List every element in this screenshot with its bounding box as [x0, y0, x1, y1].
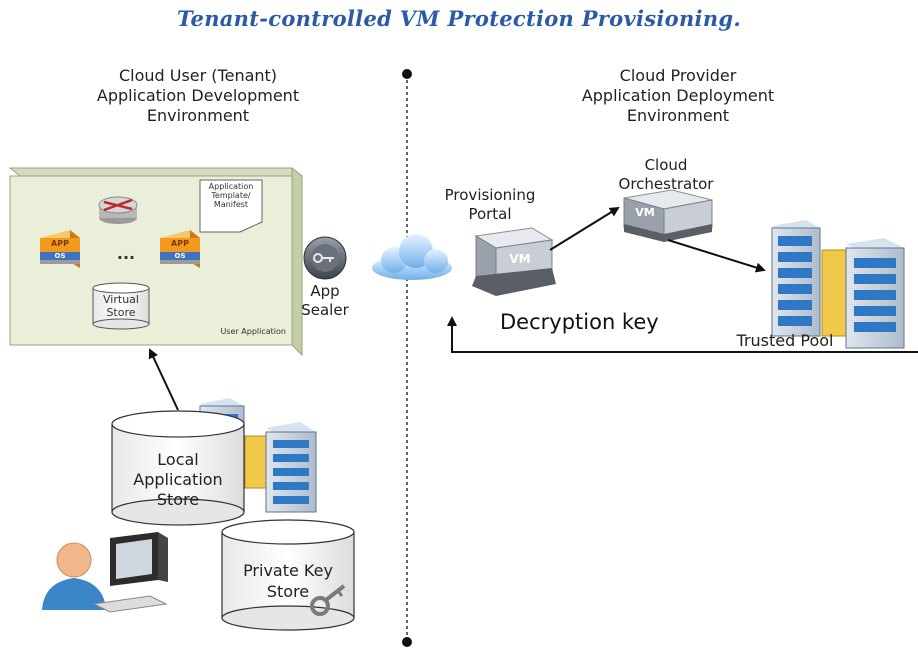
app-cube-right-app-label: APP [171, 239, 189, 248]
provider-environment-heading: Cloud Provider Application Deployment En… [581, 66, 775, 125]
provisioning-portal-vm-icon [472, 227, 556, 296]
trusted-pool-label: Trusted Pool [736, 331, 834, 350]
private-key-store-cylinder [221, 519, 355, 631]
app-cube-left-os-label: OS [54, 252, 66, 260]
orchestrator-vm-label: VM [635, 206, 655, 219]
app-os-cube-left [40, 230, 80, 268]
divider-line [402, 69, 412, 647]
key-icon [310, 584, 346, 616]
router-icon [98, 196, 138, 224]
portal-vm-label: VM [509, 252, 531, 266]
template-document-icon [199, 179, 263, 233]
virtual-store-cylinder [92, 282, 150, 330]
app-cube-right-os-label: OS [174, 252, 186, 260]
arrow-portal-to-orchestrator [549, 206, 620, 251]
provisioning-portal-label: Provisioning Portal [444, 186, 536, 223]
private-key-store-label: Private Key Store [243, 561, 333, 601]
cloud-orchestrator-vm-icon [623, 189, 713, 242]
app-os-cube-right [160, 230, 200, 268]
app-sealer-label: App Sealer [301, 282, 349, 319]
arrow-local-store-to-app [148, 348, 179, 411]
arrow-decryption-key-return [447, 316, 918, 353]
trusted-pool-servers-icon [771, 220, 905, 349]
user-at-computer-icon [42, 532, 168, 613]
local-store-cylinder [111, 410, 245, 526]
cloud-orchestrator-label: Cloud Orchestrator [618, 156, 714, 193]
ellipsis-label: ... [116, 244, 136, 263]
tenant-environment-heading: Cloud User (Tenant) Application Developm… [96, 66, 300, 125]
arrow-orchestrator-to-trusted-pool [667, 239, 766, 273]
local-application-store-label: Local Application Store [133, 450, 223, 509]
app-sealer-icon [303, 236, 347, 280]
user-application-caption: User Application [220, 327, 286, 336]
decryption-key-label: Decryption key [500, 310, 659, 334]
diagram-title: Tenant-controlled VM Protection Provisio… [177, 6, 741, 31]
cloud-icon [372, 234, 452, 280]
virtual-store-label: Virtual Store [103, 293, 139, 319]
template-manifest-label: Application Template/ Manifest [208, 182, 254, 209]
app-cube-left-app-label: APP [51, 239, 69, 248]
